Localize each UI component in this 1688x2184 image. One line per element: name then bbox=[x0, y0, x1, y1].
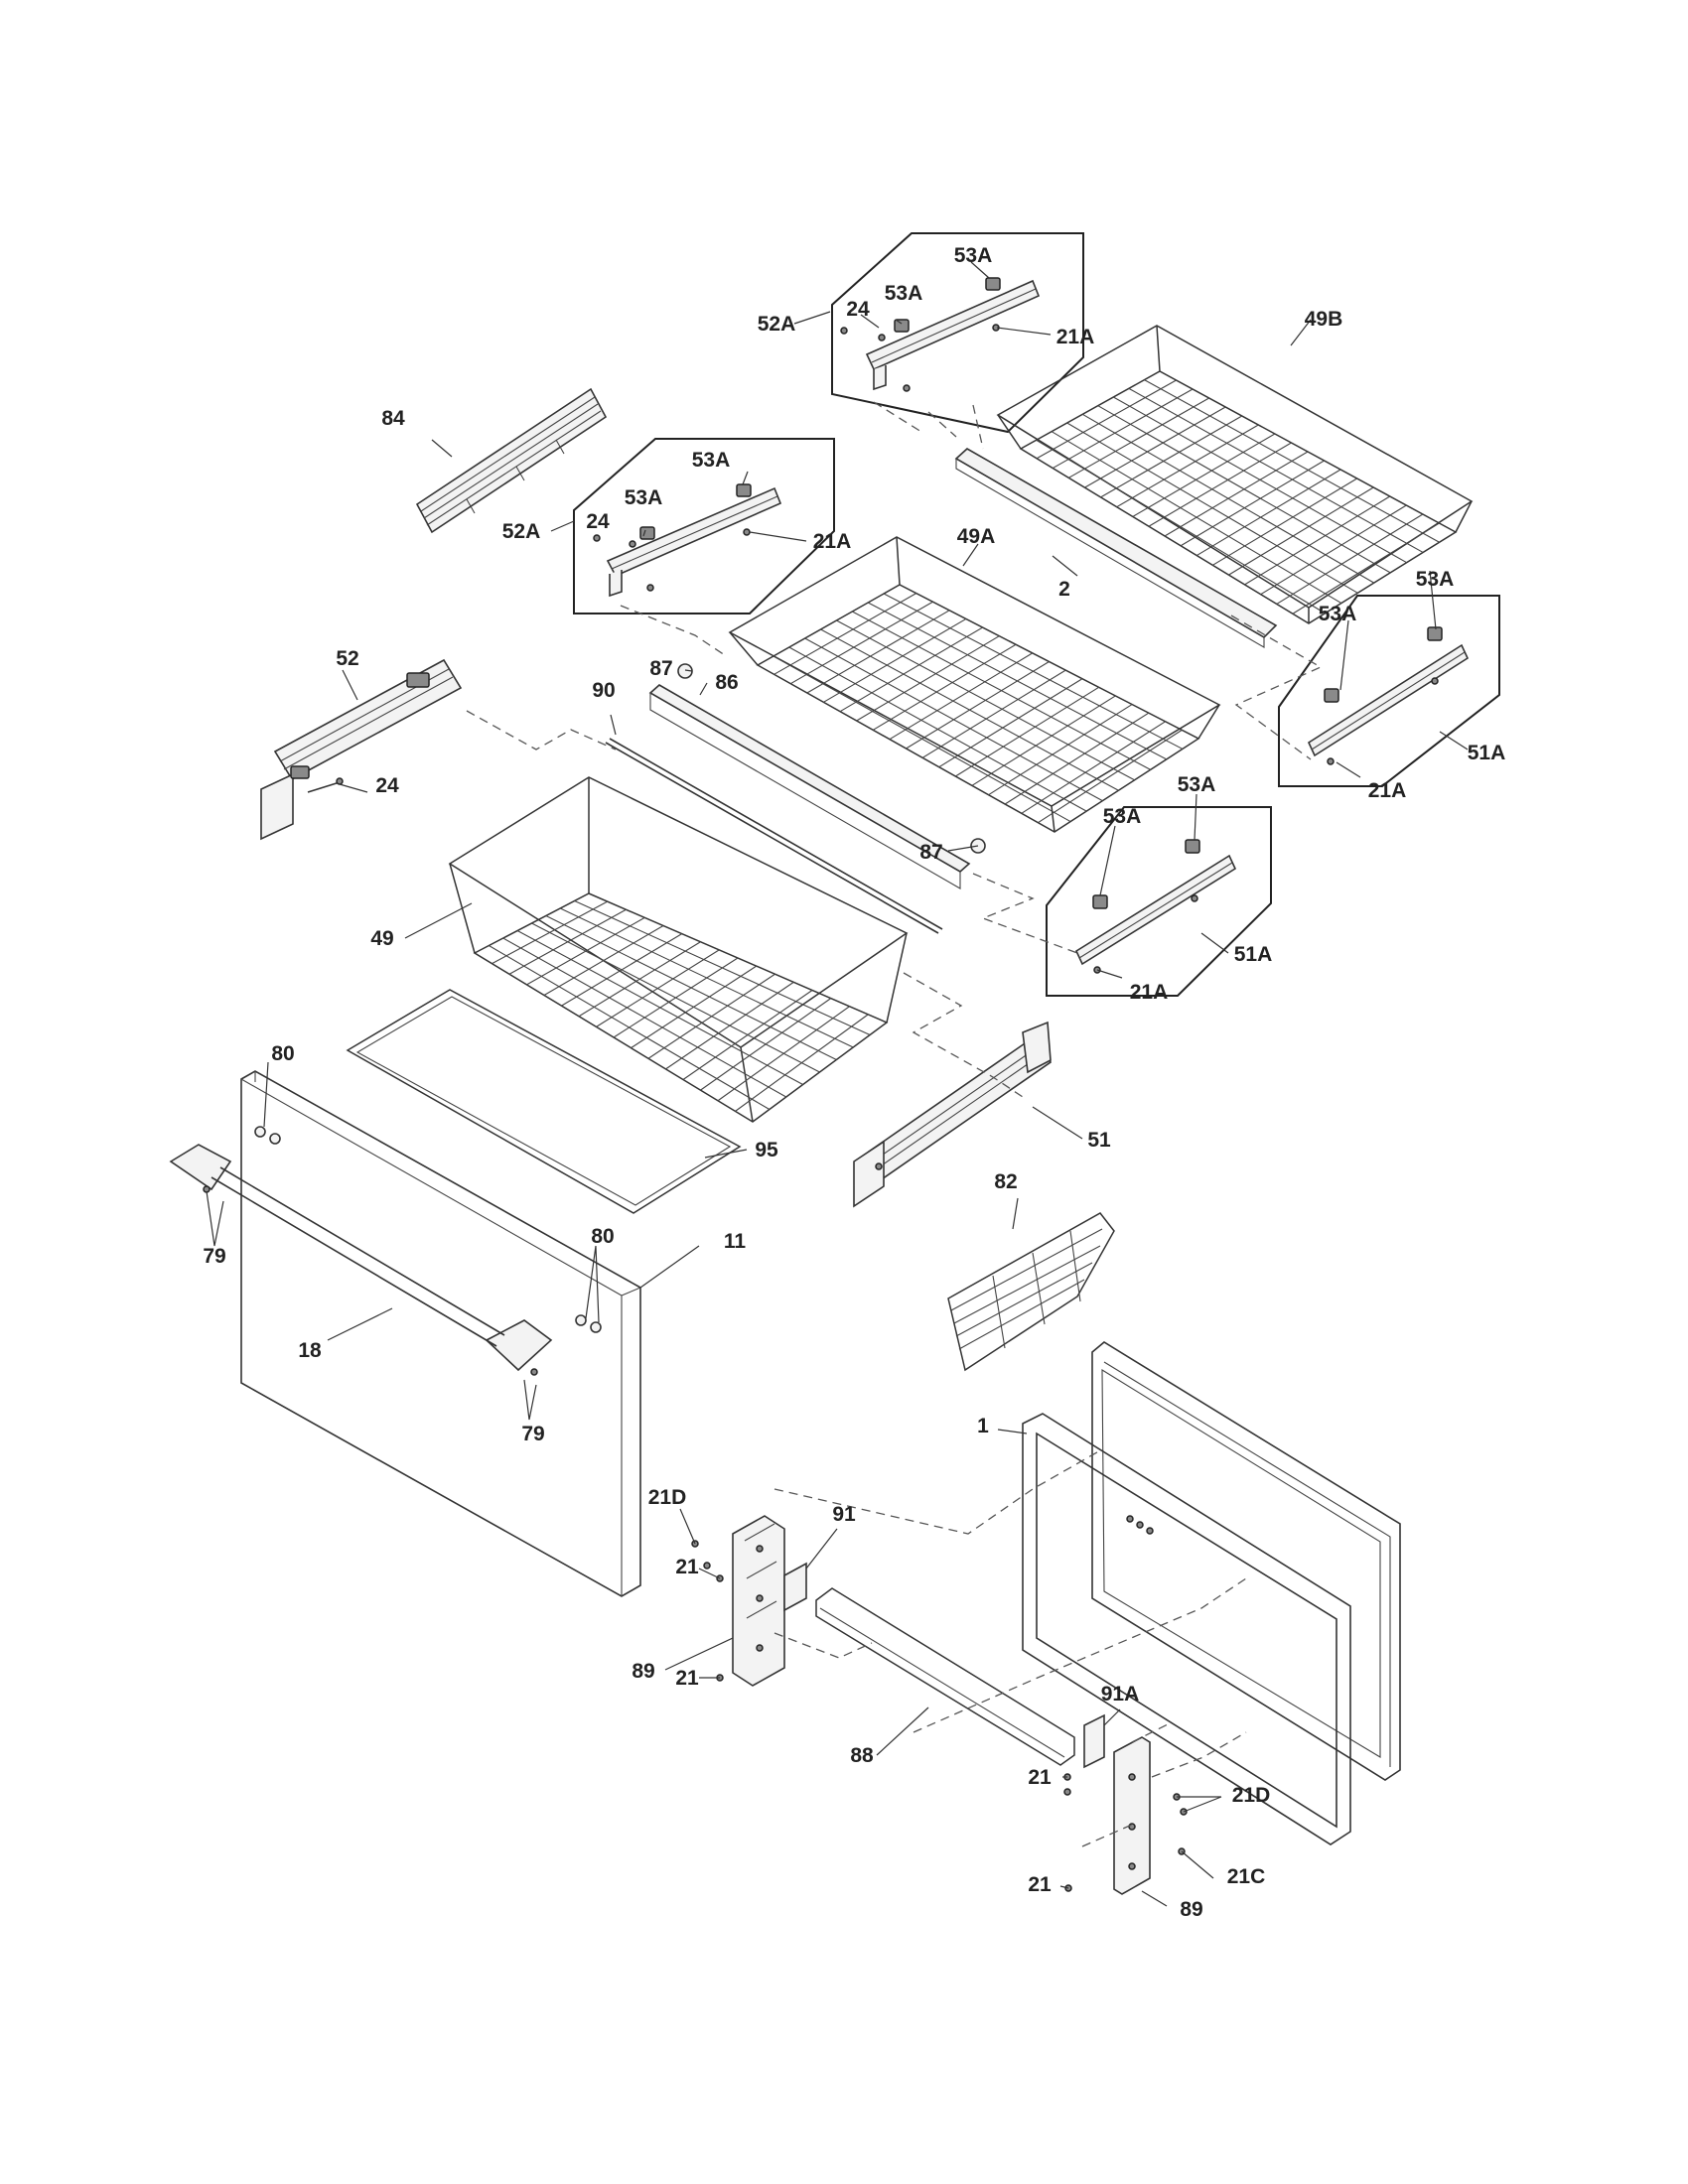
label-21d-right: 21D bbox=[1232, 1784, 1271, 1807]
label-53a-top-1: 53A bbox=[954, 244, 993, 267]
bracket-89-left bbox=[732, 1515, 785, 1687]
slide-rail-51 bbox=[853, 1021, 1052, 1208]
label-52a-mid: 52A bbox=[502, 520, 541, 543]
label-21a-top: 21A bbox=[1056, 326, 1095, 348]
label-21c: 21C bbox=[1227, 1865, 1266, 1888]
label-79-left: 79 bbox=[203, 1245, 225, 1268]
label-21a-right-lower: 21A bbox=[1130, 981, 1169, 1004]
label-24-mid: 24 bbox=[586, 510, 610, 533]
slide-rail-52a-mid bbox=[606, 483, 782, 598]
label-53a-top-2: 53A bbox=[885, 282, 923, 305]
handle-18 bbox=[169, 1144, 553, 1376]
label-24-left: 24 bbox=[375, 774, 399, 797]
grille-88 bbox=[815, 1587, 1075, 1766]
label-79-right: 79 bbox=[521, 1423, 544, 1445]
label-86: 86 bbox=[715, 671, 738, 694]
divider-bar-2 bbox=[954, 448, 1278, 648]
label-53a-right-2: 53A bbox=[1319, 603, 1357, 625]
bracket-89-right bbox=[1083, 1713, 1151, 1895]
label-89-left: 89 bbox=[632, 1660, 654, 1683]
callout-box-right-lower bbox=[1046, 806, 1272, 997]
label-21-left-lower: 21 bbox=[675, 1667, 699, 1690]
screws bbox=[593, 327, 1188, 1892]
label-91a: 91A bbox=[1101, 1683, 1140, 1706]
label-90: 90 bbox=[592, 679, 615, 702]
callout-box-top bbox=[831, 232, 1084, 434]
label-88: 88 bbox=[850, 1744, 874, 1767]
label-91: 91 bbox=[832, 1503, 856, 1526]
wire-basket-49a bbox=[728, 536, 1221, 833]
label-89-right: 89 bbox=[1180, 1898, 1202, 1921]
label-51: 51 bbox=[1087, 1129, 1111, 1152]
label-53a-lower-2: 53A bbox=[1103, 805, 1142, 828]
wire-basket-49 bbox=[448, 776, 909, 1123]
divider-bar-86 bbox=[648, 663, 986, 889]
label-53a-mid-1: 53A bbox=[692, 449, 731, 472]
label-80-lower: 80 bbox=[591, 1225, 614, 1248]
part-number-labels: 53A 24 53A 52A 21A 49B 84 53A 53A 24 52A… bbox=[203, 244, 1505, 1921]
label-21-right-upper: 21 bbox=[1028, 1766, 1052, 1789]
label-1: 1 bbox=[977, 1415, 989, 1437]
callout-box-mid-left bbox=[573, 438, 835, 614]
label-2: 2 bbox=[1058, 578, 1070, 601]
label-21-right-lower: 21 bbox=[1028, 1873, 1052, 1896]
label-51a-upper: 51A bbox=[1468, 742, 1506, 764]
slide-rail-52a-top bbox=[865, 277, 1041, 392]
label-53a-mid-2: 53A bbox=[625, 486, 663, 509]
label-95: 95 bbox=[755, 1139, 778, 1161]
callout-box-right-upper bbox=[1278, 595, 1500, 787]
grille-84 bbox=[415, 387, 608, 534]
rod-90 bbox=[605, 738, 943, 934]
label-84: 84 bbox=[381, 407, 405, 430]
label-18: 18 bbox=[298, 1339, 322, 1362]
label-87-upper: 87 bbox=[649, 657, 672, 680]
slide-rail-51a-upper bbox=[1307, 626, 1470, 765]
slide-rail-51a-lower bbox=[1074, 839, 1237, 974]
label-49a: 49A bbox=[957, 525, 996, 548]
label-49: 49 bbox=[370, 927, 393, 950]
label-52a-top: 52A bbox=[758, 313, 796, 336]
label-49b: 49B bbox=[1305, 308, 1343, 331]
pan-95 bbox=[346, 989, 742, 1214]
label-52: 52 bbox=[336, 647, 358, 670]
label-80-upper: 80 bbox=[271, 1042, 294, 1065]
assembly-lines bbox=[466, 401, 1323, 1847]
label-87-lower: 87 bbox=[919, 841, 942, 864]
grille-82 bbox=[947, 1212, 1115, 1372]
drawer-front-11 bbox=[240, 1070, 641, 1597]
leader-lines bbox=[206, 261, 1469, 1907]
door-liner bbox=[1091, 1341, 1401, 1781]
bracket-91 bbox=[783, 1562, 807, 1612]
label-82: 82 bbox=[994, 1170, 1017, 1193]
gasket-1 bbox=[1022, 1413, 1351, 1845]
slide-rail-52 bbox=[260, 658, 463, 841]
label-21a-right-upper: 21A bbox=[1368, 779, 1407, 802]
label-53a-right-1: 53A bbox=[1416, 568, 1455, 591]
label-51a-lower: 51A bbox=[1234, 943, 1273, 966]
label-11: 11 bbox=[724, 1230, 747, 1253]
label-21d-left: 21D bbox=[648, 1486, 687, 1509]
label-24-top: 24 bbox=[846, 298, 870, 321]
wire-basket-49b bbox=[996, 325, 1474, 624]
label-21-left-upper: 21 bbox=[675, 1556, 699, 1578]
label-53a-lower-1: 53A bbox=[1178, 773, 1216, 796]
label-21a-mid: 21A bbox=[813, 530, 852, 553]
